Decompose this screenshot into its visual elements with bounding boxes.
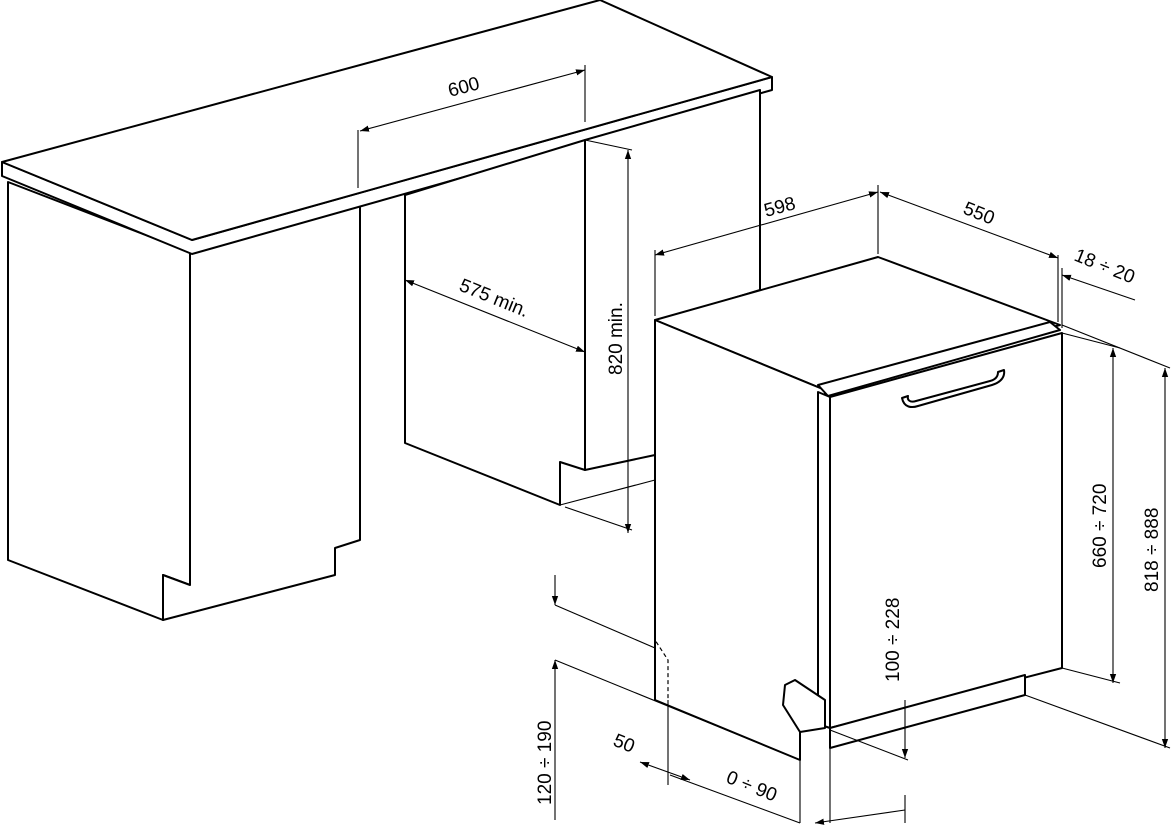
label-plinth-range: 100 ÷ 228 <box>883 598 904 682</box>
dim-50-line <box>639 761 691 781</box>
dim-600-line <box>359 69 586 132</box>
dim-0-90-line <box>814 809 906 825</box>
dishwasher-handle <box>901 369 1006 408</box>
label-foot-height: 120 ÷ 190 <box>535 721 556 805</box>
label-feet-range: 0 ÷ 90 <box>723 767 780 806</box>
dishwasher-foot-bracket <box>782 679 826 733</box>
dim-550-line <box>879 191 1059 259</box>
label-appliance-width: 598 <box>762 193 798 221</box>
left-cabinet-front <box>162 194 361 621</box>
label-foot-offset: 50 <box>610 730 637 757</box>
label-total-height: 818 ÷ 888 <box>1142 508 1163 592</box>
label-door-height: 660 ÷ 720 <box>1090 484 1111 568</box>
niche-back-panel <box>404 139 586 506</box>
dim-18-20-line <box>1061 274 1136 301</box>
niche-floor-line <box>559 479 656 506</box>
dishwasher-hidden-edge <box>654 320 669 700</box>
dishwasher <box>654 256 1063 761</box>
dishwasher-door-edge <box>817 391 831 729</box>
dim-598-line <box>654 191 879 256</box>
label-niche-height: 820 min. <box>606 302 627 375</box>
dimension-lines <box>357 65 1171 825</box>
left-cabinet-side <box>7 181 191 621</box>
label-appliance-depth: 550 <box>960 198 997 229</box>
dishwasher-door-frame <box>817 321 1061 397</box>
dim-575-line <box>404 279 586 353</box>
